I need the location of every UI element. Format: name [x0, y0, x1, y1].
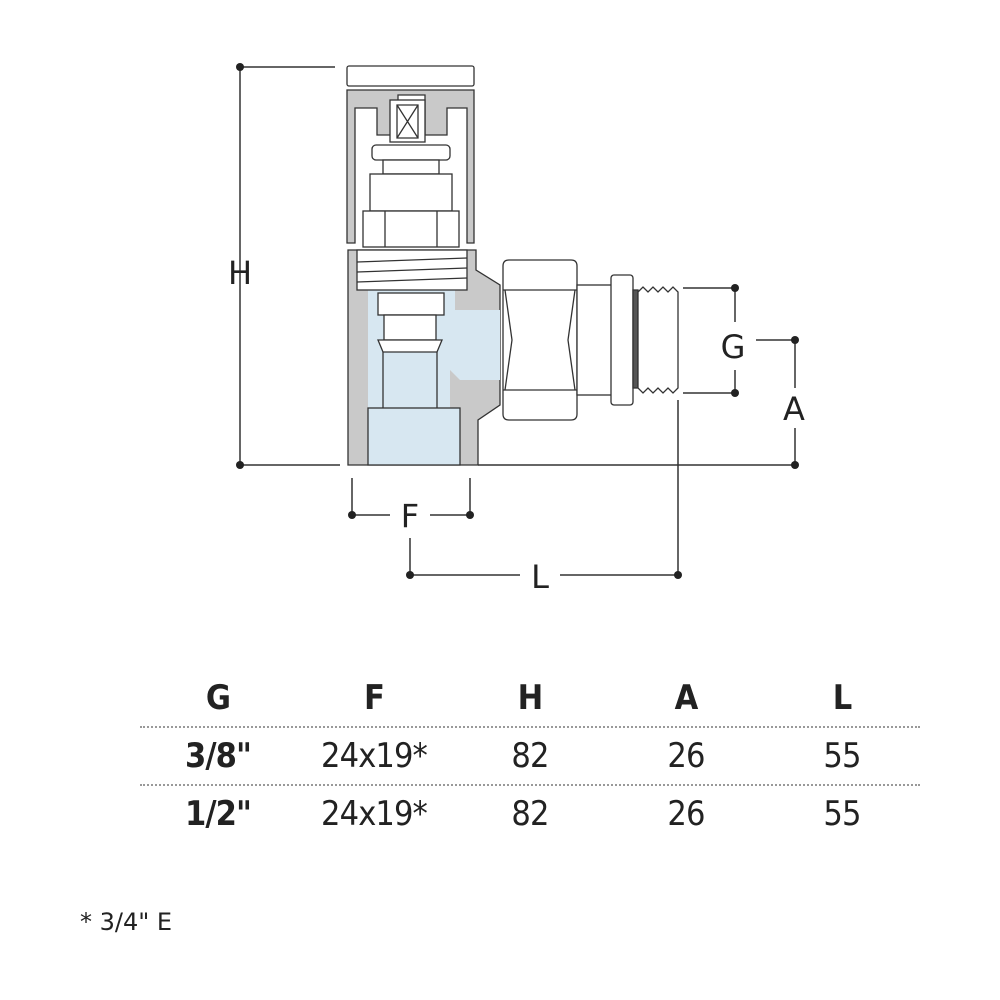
union-nut — [502, 259, 578, 421]
dimensions-table: G F H A L 3/8" 24x19* 82 26 55 1/2" 24x1… — [140, 670, 920, 842]
tail-thread — [637, 286, 679, 394]
valve-body — [346, 65, 679, 466]
cap-shroud — [346, 89, 475, 244]
header-l: L — [832, 678, 853, 718]
cell-f: 24x19* — [321, 794, 428, 834]
cell-a: 26 — [667, 736, 705, 776]
table-header-row: G F H A L — [140, 670, 920, 726]
dim-label-l: L — [531, 558, 549, 596]
header-h: H — [517, 678, 544, 718]
table-row: 1/2" 24x19* 82 26 55 — [140, 786, 920, 842]
divider — [140, 726, 920, 728]
cell-g: 3/8" — [184, 736, 252, 776]
dim-label-f: F — [401, 497, 419, 535]
dimension-endpoints — [236, 63, 799, 579]
header-f: F — [363, 678, 385, 718]
dimension-lines — [239, 66, 796, 576]
cell-l: 55 — [823, 794, 861, 834]
cell-a: 26 — [667, 794, 705, 834]
tail-flange — [610, 274, 634, 406]
header-g: G — [205, 678, 231, 718]
valve-technical-drawing: H G A F L — [228, 63, 805, 596]
table-row: 3/8" 24x19* 82 26 55 — [140, 728, 920, 784]
footnote: * 3/4" E — [80, 908, 173, 936]
tail-pipe — [576, 284, 613, 396]
dim-label-g: G — [721, 328, 746, 366]
cell-f: 24x19* — [321, 736, 428, 776]
cap-top — [346, 65, 475, 87]
header-a: A — [674, 678, 699, 718]
divider — [140, 784, 920, 786]
dim-label-h: H — [228, 254, 252, 292]
cell-g: 1/2" — [184, 794, 252, 834]
dim-label-a: A — [783, 390, 805, 428]
cell-h: 82 — [511, 736, 549, 776]
cell-h: 82 — [511, 794, 549, 834]
cell-l: 55 — [823, 736, 861, 776]
